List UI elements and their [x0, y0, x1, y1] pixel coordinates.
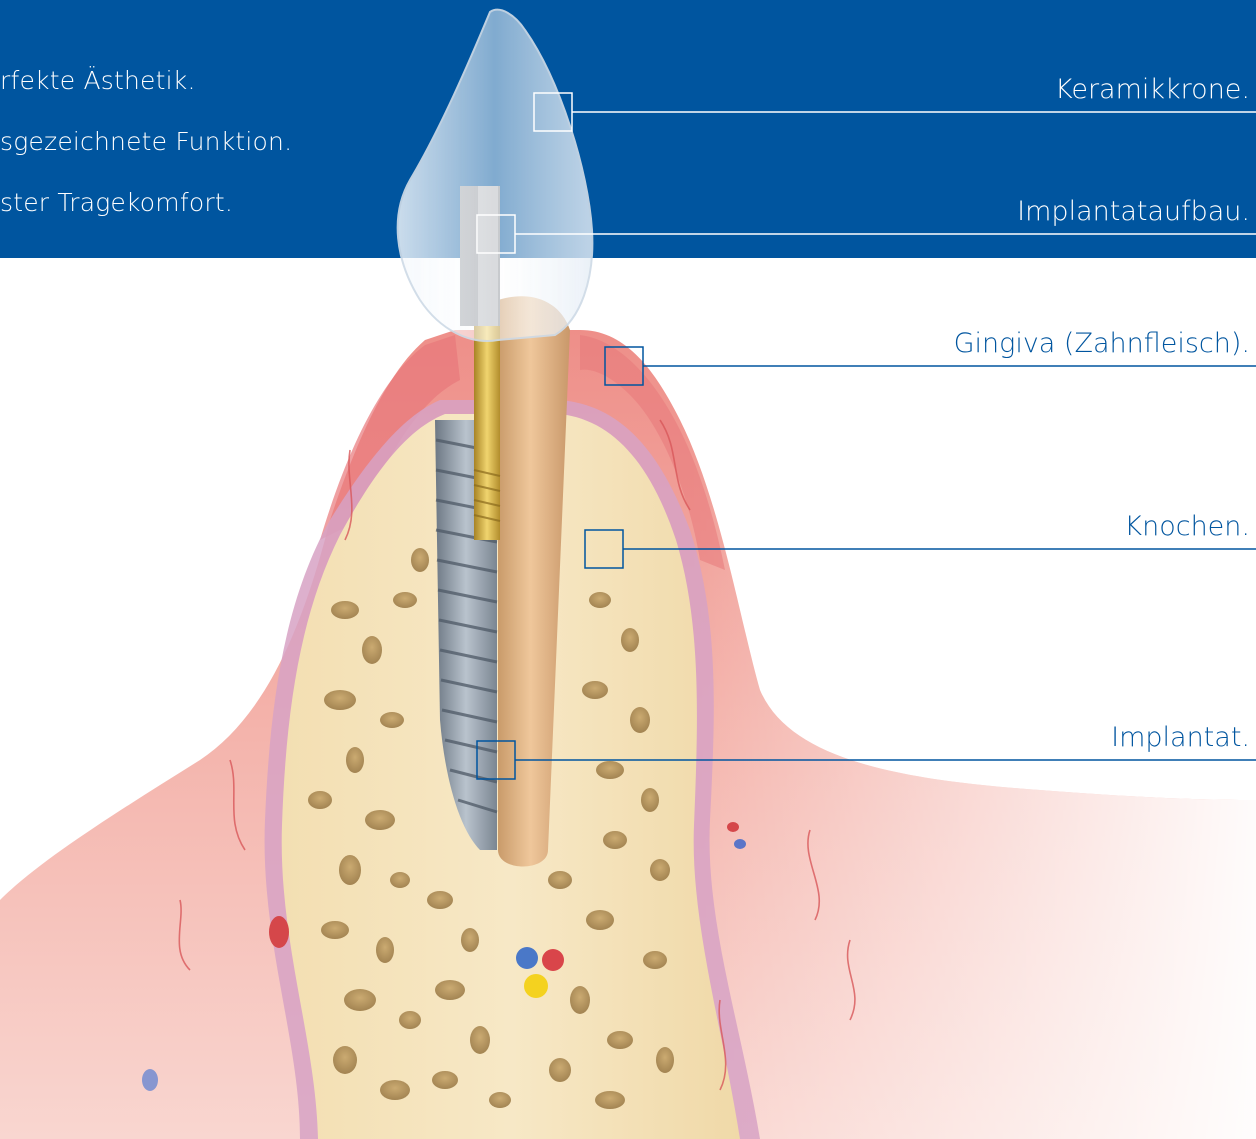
artery-vessel: [542, 949, 564, 971]
label-implant: Implantat.: [1111, 722, 1250, 753]
label-crown: Keramikkrone.: [1055, 74, 1250, 105]
ceramic-crown: [398, 10, 593, 341]
nerve: [524, 974, 548, 998]
label-abutment: Implantataufbau.: [1017, 196, 1250, 227]
label-bone: Knochen.: [1124, 511, 1250, 542]
label-gingiva: Gingiva (Zahnfleisch).: [954, 328, 1250, 359]
vein-vessel: [516, 947, 538, 969]
